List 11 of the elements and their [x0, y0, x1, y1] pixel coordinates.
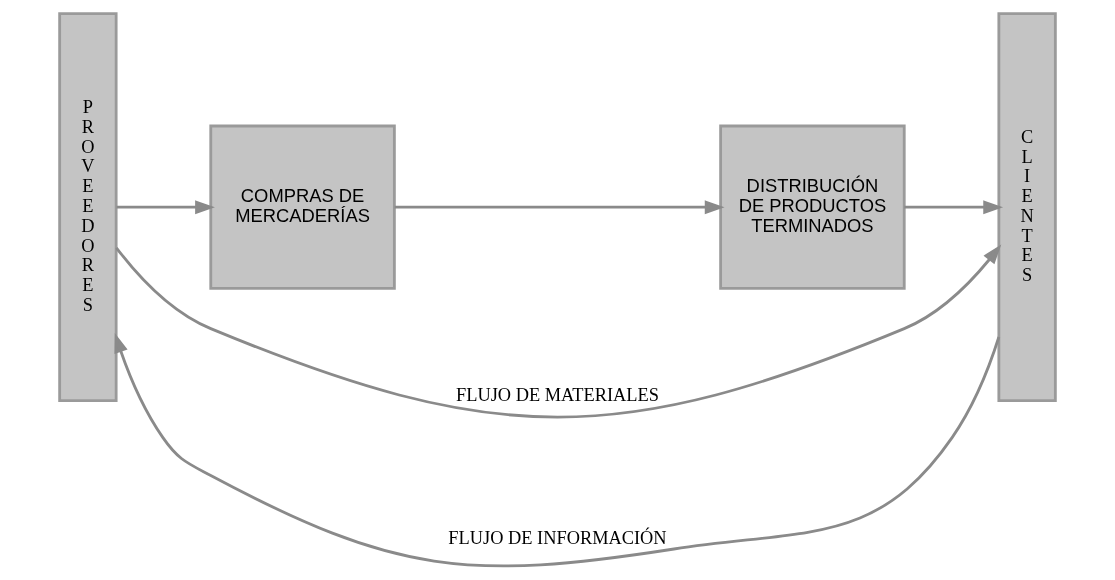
arrow [394, 200, 725, 215]
node-box: COMPRAS DE MERCADERÍAS [209, 124, 396, 290]
arrow [904, 200, 1004, 215]
node-box: DISTRIBUCIÓN DE PRODUCTOS TERMINADOS [719, 124, 906, 290]
node-box: PROVEEDORES [58, 12, 118, 403]
arrow [116, 200, 215, 215]
edge-label: FLUJO DE INFORMACIÓN [448, 527, 667, 548]
node-box: CLIENTES [997, 12, 1057, 403]
edge-label: FLUJO DE MATERIALES [456, 385, 659, 406]
arrow [115, 244, 1002, 419]
arrow [114, 333, 1001, 568]
